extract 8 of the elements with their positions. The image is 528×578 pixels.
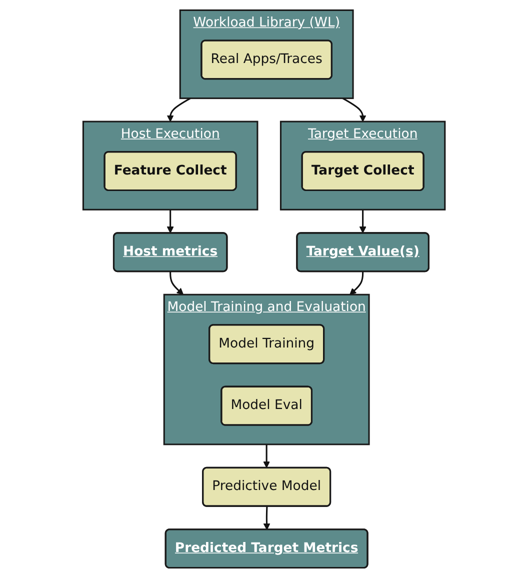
arrow [166, 210, 174, 234]
arrow [263, 444, 270, 468]
arrow [342, 98, 366, 122]
arrow [350, 271, 364, 295]
arrow [263, 506, 270, 530]
arrow [166, 98, 191, 122]
arrow [170, 271, 184, 295]
arrow [359, 210, 366, 234]
